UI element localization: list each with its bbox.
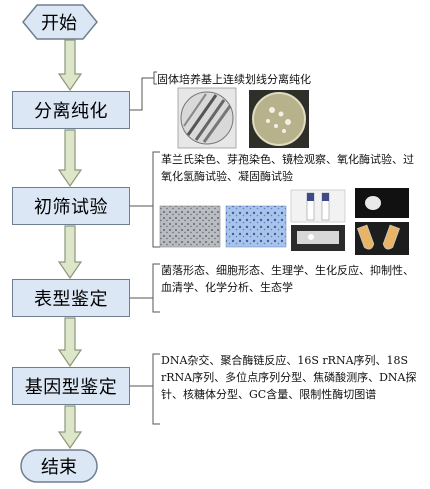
arrow-isolate-to-screen	[57, 129, 83, 188]
bracket-pheno	[152, 263, 160, 313]
image-catalase-slide	[291, 225, 345, 251]
bracket-geno	[152, 353, 160, 425]
end-label: 结束	[41, 457, 77, 478]
step-phenotypic-identification: 表型鉴定	[12, 279, 130, 317]
image-oxidase-strips	[290, 189, 346, 223]
image-petri-dish	[249, 90, 309, 148]
image-streak-tubes	[177, 87, 237, 149]
bracket-isolate	[153, 71, 157, 85]
image-gram-stain	[159, 205, 221, 248]
arrow-screen-to-pheno	[57, 225, 83, 280]
end-terminal	[20, 449, 98, 483]
genotypic-description: DNA杂交、聚合酶链反应、16S rRNA序列、18S rRNA序列、多位点序列…	[161, 354, 417, 401]
arrow-start-to-isolate	[57, 39, 83, 92]
bracket-screen	[152, 151, 160, 248]
step-genotypic-identification: 基因型鉴定	[12, 367, 130, 405]
step-label: 初筛试验	[34, 197, 108, 218]
phenotypic-description: 菌落形态、细胞形态、生理学、生化反应、抑制性、血清学、化学分析、生态学	[161, 264, 414, 294]
image-spore-stain	[225, 205, 287, 248]
image-coagulase-tubes	[355, 222, 409, 255]
step-isolation-purification: 分离纯化	[12, 91, 130, 129]
step-preliminary-screening: 初筛试验	[12, 187, 130, 225]
flow-arrows	[57, 39, 83, 450]
isolation-description: 固体培养基上连续划线分离纯化	[157, 73, 311, 86]
connectors	[130, 71, 160, 425]
step-label: 分离纯化	[34, 101, 108, 122]
connector-isolate	[130, 77, 154, 111]
step-label: 表型鉴定	[34, 289, 108, 310]
start-label: 开始	[41, 13, 77, 34]
arrow-geno-to-end	[57, 405, 83, 450]
image-coagulase-plate	[355, 188, 409, 218]
arrow-pheno-to-geno	[57, 317, 83, 368]
step-label: 基因型鉴定	[24, 377, 118, 398]
start-terminal	[22, 4, 98, 40]
screening-description: 革兰氏染色、芽孢染色、镜检观察、氧化酶试验、过氧化氢酶试验、凝固酶试验	[161, 153, 414, 183]
